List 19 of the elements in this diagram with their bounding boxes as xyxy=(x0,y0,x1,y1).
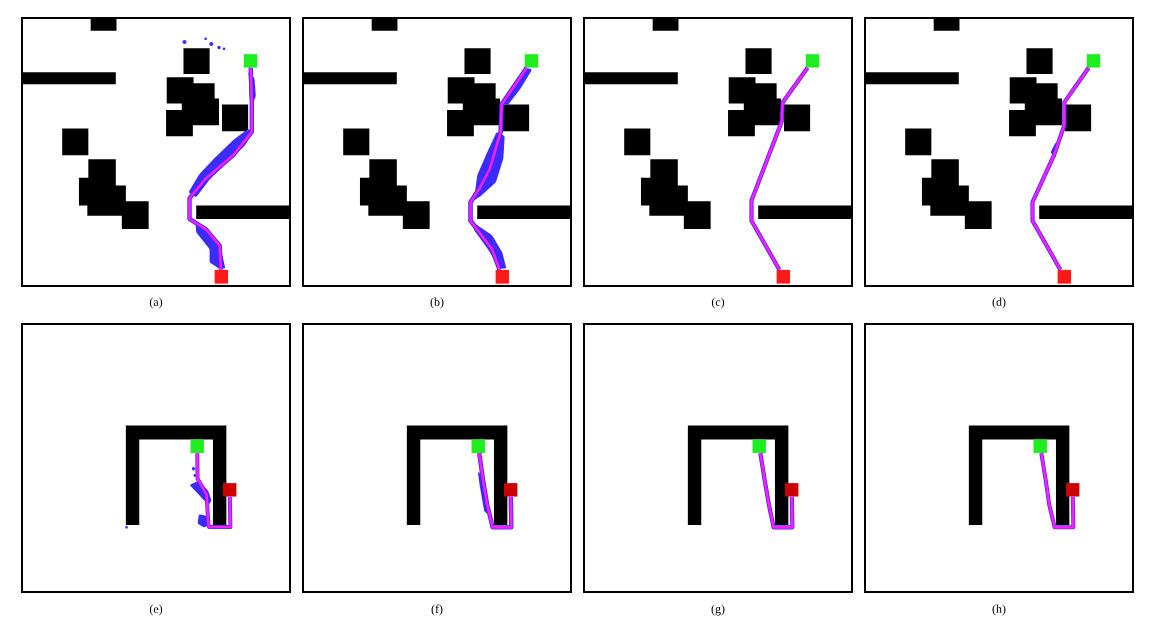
path-line xyxy=(758,452,795,530)
path-line xyxy=(195,453,233,529)
path-line xyxy=(477,452,514,530)
start-marker xyxy=(785,483,799,497)
panel-caption: (f) xyxy=(431,604,443,616)
panel-caption: (d) xyxy=(992,297,1006,309)
panel-caption: (c) xyxy=(711,297,725,309)
path-line xyxy=(749,66,810,271)
start-marker xyxy=(504,483,518,497)
path-line xyxy=(1030,66,1091,271)
panel-caption: (e) xyxy=(149,604,163,616)
panel-caption: (h) xyxy=(992,604,1006,616)
start-marker xyxy=(1066,483,1080,497)
path-line xyxy=(1039,452,1076,530)
start-marker xyxy=(223,483,237,497)
path-line xyxy=(187,67,254,270)
panel-caption: (a) xyxy=(149,297,163,309)
panel-caption: (b) xyxy=(430,297,444,309)
panel-caption: (g) xyxy=(711,604,725,616)
